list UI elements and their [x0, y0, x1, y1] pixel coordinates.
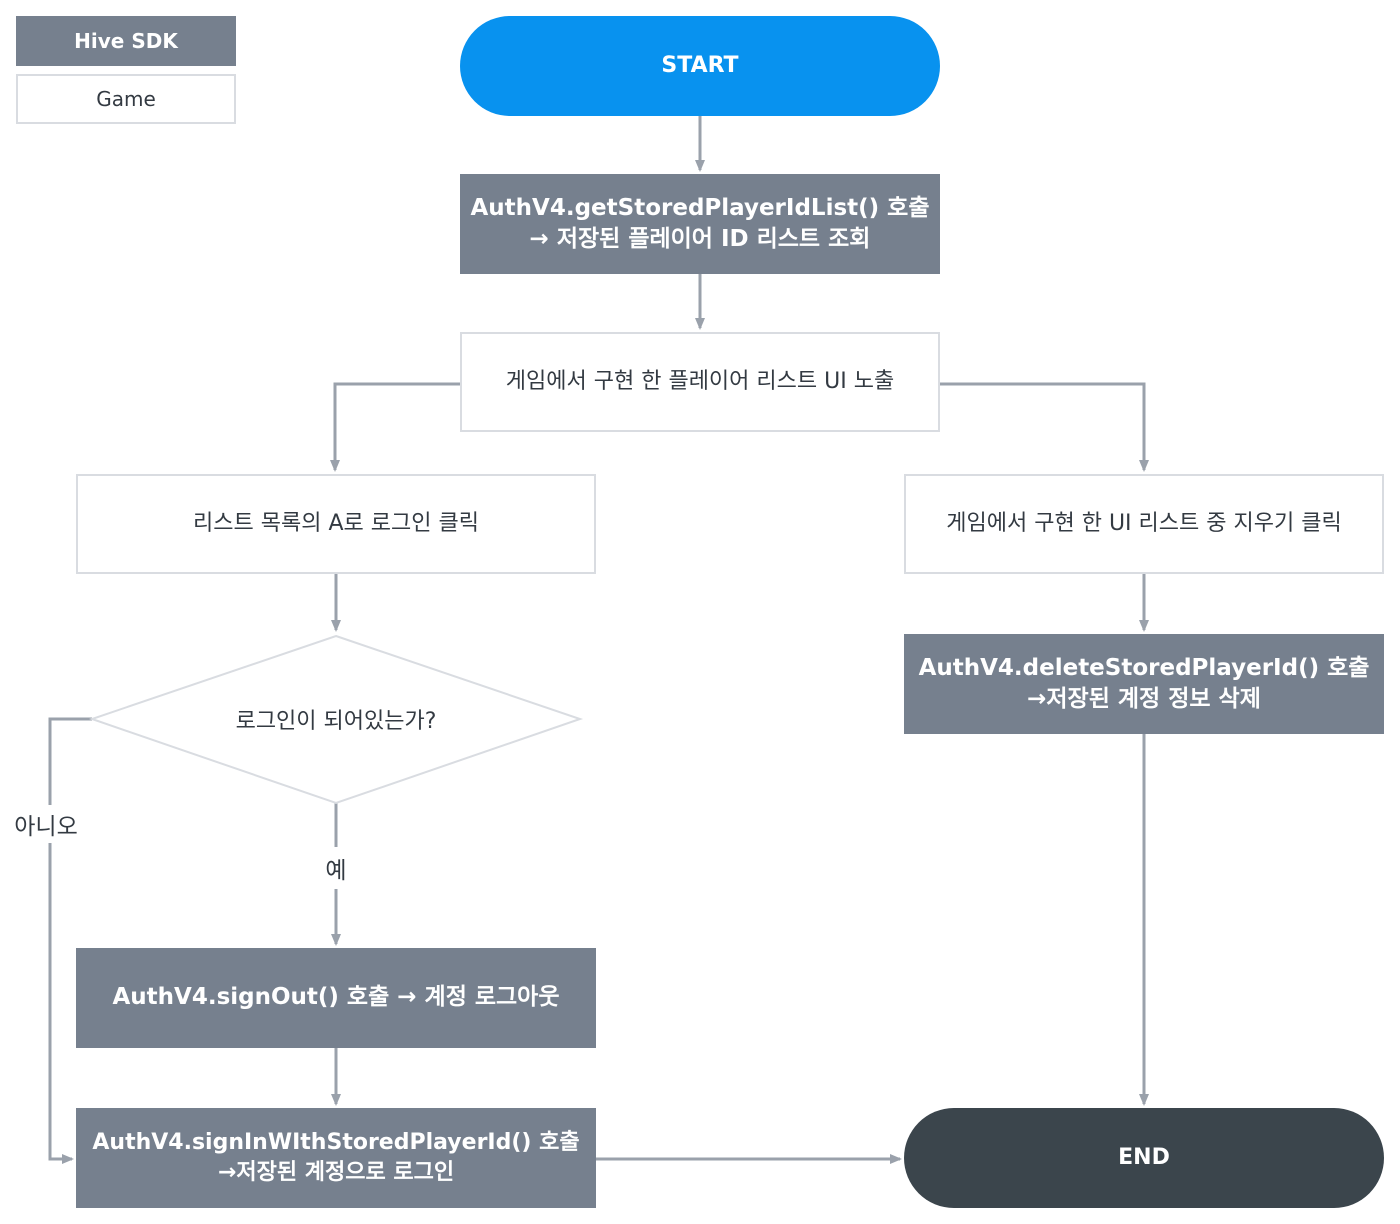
signin-stored-line1: AuthV4.signInWIthStoredPlayerId() 호출: [92, 1130, 580, 1156]
edge-showlist-to-clicklogin: [330, 382, 460, 472]
get-stored-list-line1: AuthV4.getStoredPlayerIdList() 호출: [470, 194, 930, 221]
delete-stored-line1: AuthV4.deleteStoredPlayerId() 호출: [918, 654, 1370, 681]
edge-label-yes: 예: [323, 847, 349, 889]
signout-label: AuthV4.signOut() 호출 → 계정 로그아웃: [112, 984, 560, 1011]
click-login-step: 리스트 목록의 A로 로그인 클릭: [76, 474, 596, 574]
start-node: START: [460, 16, 940, 116]
click-login-label: 리스트 목록의 A로 로그인 클릭: [193, 511, 479, 537]
decision-diamond: [88, 634, 584, 805]
show-player-list-step: 게임에서 구현 한 플레이어 리스트 UI 노출: [460, 332, 940, 432]
get-stored-list-step: AuthV4.getStoredPlayerIdList() 호출 → 저장된 …: [460, 174, 940, 274]
delete-stored-line2: →저장된 계정 정보 삭제: [1027, 686, 1261, 712]
click-delete-step: 게임에서 구현 한 UI 리스트 중 지우기 클릭: [904, 474, 1384, 574]
end-node: END: [904, 1108, 1384, 1208]
signout-step: AuthV4.signOut() 호출 → 계정 로그아웃: [76, 948, 596, 1048]
edge-label-no: 아니오: [14, 805, 78, 843]
legend-game: Game: [16, 74, 236, 124]
click-delete-label: 게임에서 구현 한 UI 리스트 중 지우기 클릭: [946, 511, 1342, 537]
edge-showlist-to-clickdelete: [940, 382, 1149, 472]
start-label: START: [661, 53, 739, 79]
signin-stored-step: AuthV4.signInWIthStoredPlayerId() 호출 →저장…: [76, 1108, 596, 1208]
end-label: END: [1118, 1145, 1170, 1171]
get-stored-list-line2: → 저장된 플레이어 ID 리스트 조회: [529, 226, 871, 252]
delete-stored-step: AuthV4.deleteStoredPlayerId() 호출 →저장된 계정…: [904, 634, 1384, 734]
show-player-list-label: 게임에서 구현 한 플레이어 리스트 UI 노출: [505, 369, 895, 395]
legend-hive-sdk: Hive SDK: [16, 16, 236, 66]
decision-label: 로그인이 되어있는가?: [235, 709, 437, 734]
legend-game-label: Game: [96, 86, 156, 111]
signin-stored-line2: →저장된 계정으로 로그인: [217, 1160, 455, 1185]
edge-decision-no-to-signin: [48, 717, 92, 1164]
legend-hive-sdk-label: Hive SDK: [74, 28, 178, 53]
